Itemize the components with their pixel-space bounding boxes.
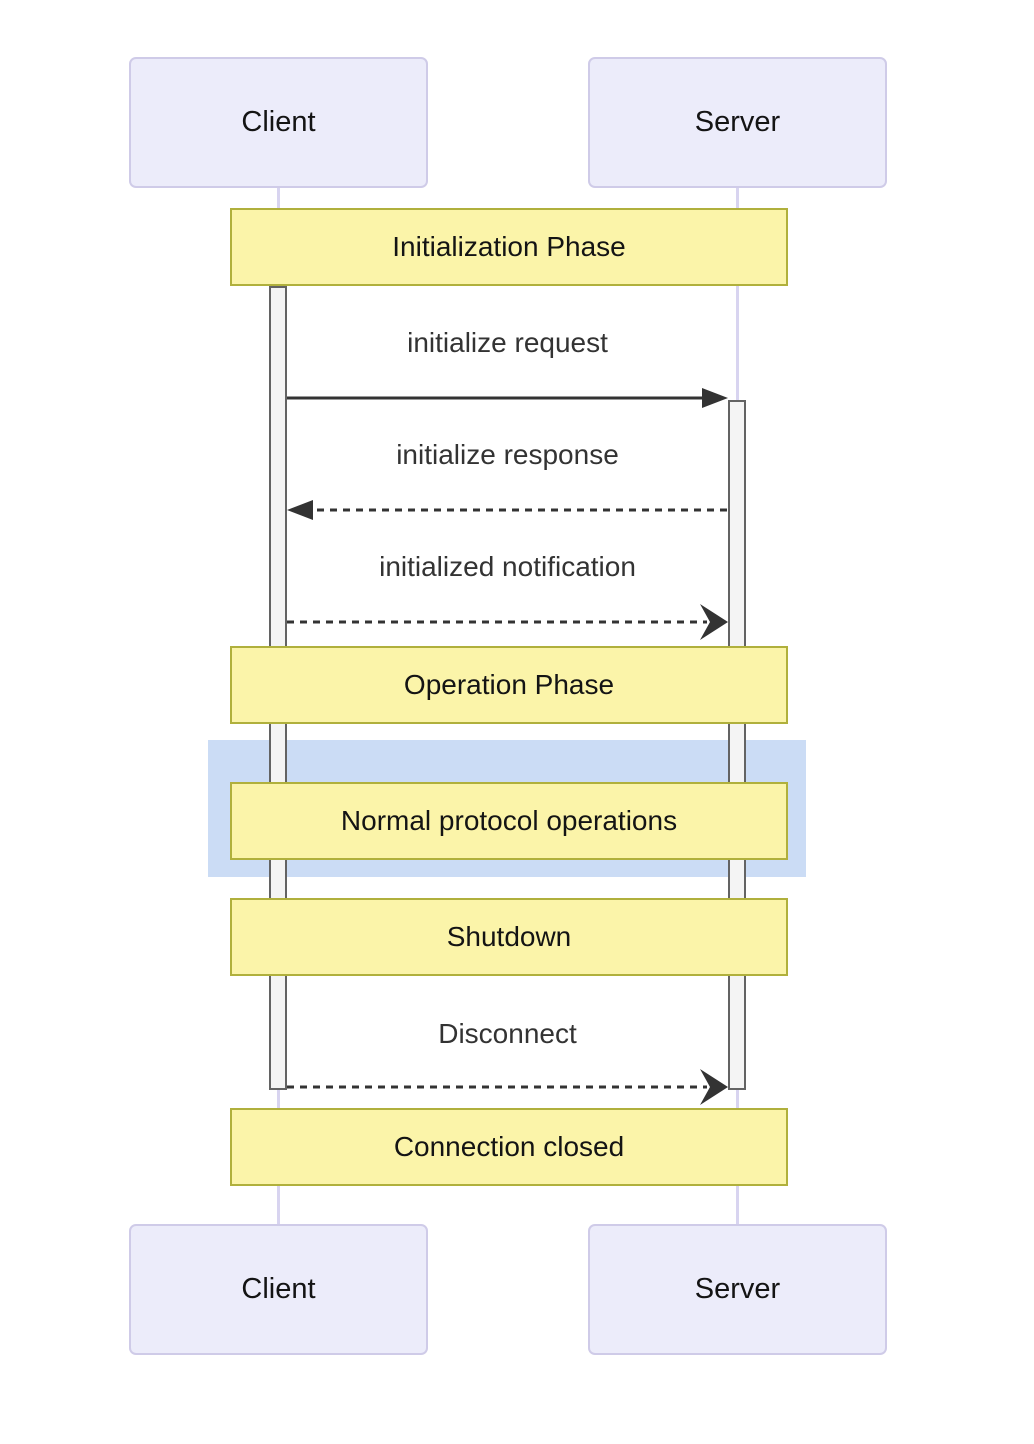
- actor-label-client: Client: [241, 106, 316, 138]
- note-shutdown: Shutdown: [230, 898, 788, 976]
- note-normal-protocol-operations: Normal protocol operations: [230, 782, 788, 860]
- note-label: Connection closed: [393, 1131, 625, 1162]
- message-label-initialize-response: initialize response: [396, 439, 619, 470]
- message-label-disconnect: Disconnect: [438, 1018, 577, 1049]
- actor-box-server-top: Server: [588, 57, 887, 188]
- actor-label-client: Client: [241, 1273, 316, 1305]
- note-label: Shutdown: [446, 921, 572, 952]
- note-operation-phase: Operation Phase: [230, 646, 788, 724]
- message-label-initialize-request: initialize request: [407, 327, 608, 358]
- actor-label-server: Server: [694, 106, 781, 138]
- arrow-disconnect: [287, 1069, 728, 1105]
- activation-bar-server: [728, 400, 746, 1090]
- arrow-initialize-response: [287, 500, 728, 520]
- arrow-initialize-request: [287, 388, 728, 408]
- actor-label-server: Server: [694, 1273, 781, 1305]
- actor-box-client-top: Client: [129, 57, 428, 188]
- actor-box-client-bottom: Client: [129, 1224, 428, 1355]
- arrow-initialized-notification: [287, 604, 728, 640]
- actor-box-server-bottom: Server: [588, 1224, 887, 1355]
- note-label: Normal protocol operations: [340, 805, 678, 836]
- note-initialization-phase: Initialization Phase: [230, 208, 788, 286]
- message-label-initialized-notification: initialized notification: [379, 551, 636, 582]
- note-connection-closed: Connection closed: [230, 1108, 788, 1186]
- note-label: Operation Phase: [403, 669, 615, 700]
- note-label: Initialization Phase: [392, 231, 626, 262]
